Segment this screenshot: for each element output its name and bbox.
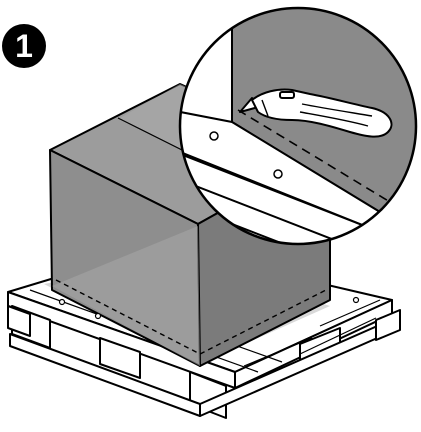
step-number: 1 — [15, 28, 33, 64]
magnified-detail — [180, 8, 416, 244]
utility-knife-icon — [239, 88, 393, 138]
pallet-corner-block-left — [7, 305, 31, 337]
step-number-badge: 1 — [2, 24, 46, 68]
zoom-staple — [209, 131, 219, 141]
zoom-staple — [273, 169, 283, 179]
pallet-staples — [58, 296, 360, 320]
box-reflection — [52, 226, 200, 366]
pallet-center-runner — [99, 337, 141, 379]
magnifier-ring — [178, 6, 418, 246]
zoom-cut-line — [237, 109, 401, 209]
cut-line — [55, 279, 327, 355]
pallet-corner-block-right — [375, 309, 401, 341]
